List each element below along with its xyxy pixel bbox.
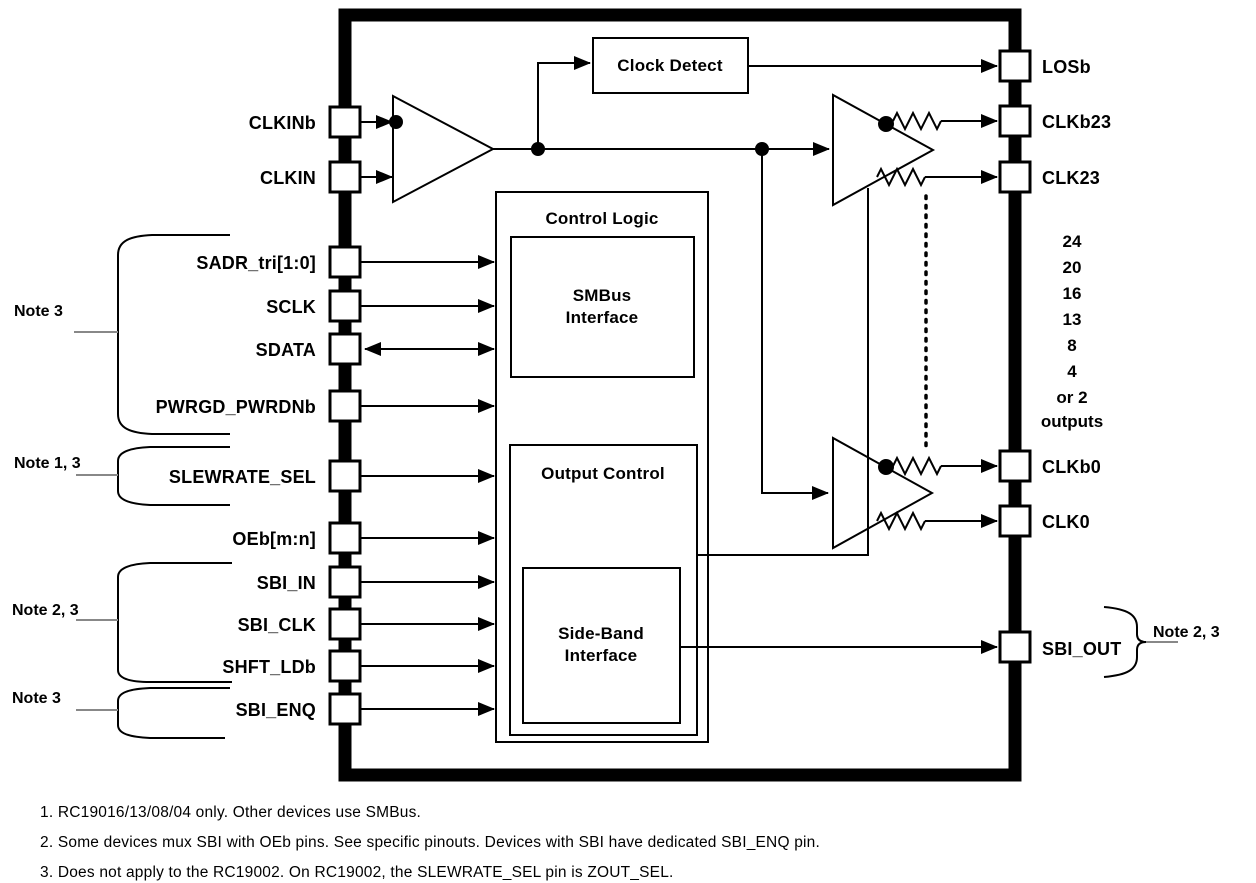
- clock-detect-box: [592, 37, 749, 94]
- output-buffer-0: [832, 436, 935, 550]
- pin-label-sbi-enq: SBI_ENQ: [236, 700, 316, 720]
- note-label-smbus-group: Note 3: [14, 303, 63, 320]
- left-pins: CLKINb CLKIN SADR_tri[1:0] SCLK SDATA PW…: [156, 105, 362, 726]
- pin-label-oeb: OEb[m:n]: [232, 529, 316, 549]
- pin-label-clkin: CLKIN: [260, 168, 316, 188]
- pin-label-slewrate: SLEWRATE_SEL: [169, 467, 316, 487]
- wire-output-control: [697, 188, 869, 556]
- junction-dot-fanout: [755, 142, 769, 156]
- pin-square-clkinb: [328, 105, 362, 139]
- junction-dot-clkinb: [389, 115, 403, 129]
- junction-dot-clockdetect: [531, 142, 545, 156]
- pin-label-sbi-clk: SBI_CLK: [238, 615, 316, 635]
- resistor-clkb0: [892, 455, 942, 477]
- pin-label-shft-ldb: SHFT_LDb: [222, 657, 316, 677]
- pin-label-clkb23: CLKb23: [1042, 112, 1111, 132]
- footnote-1: 1. RC19016/13/08/04 only. Other devices …: [40, 804, 421, 821]
- pin-square-clk23: [998, 160, 1032, 194]
- pin-square-pwrgd: [328, 389, 362, 423]
- sideband-interface-box: [522, 567, 681, 724]
- pin-square-sbi-out: [998, 630, 1032, 664]
- outputs-count-outputs: outputs: [1041, 412, 1103, 431]
- inverting-dot-clkb23: [878, 116, 894, 132]
- resistor-clk0: [876, 510, 926, 532]
- smbus-interface-box: [510, 236, 695, 378]
- footnotes: 1. RC19016/13/08/04 only. Other devices …: [40, 804, 820, 881]
- footnote-2: 2. Some devices mux SBI with OEb pins. S…: [40, 834, 820, 851]
- pin-square-shft-ldb: [328, 649, 362, 683]
- note-label-sbi-enq-group: Note 3: [12, 690, 61, 707]
- pin-square-sdata: [328, 332, 362, 366]
- pin-square-sbi-in: [328, 565, 362, 599]
- inverting-dot-clkb0: [878, 459, 894, 475]
- control-logic-block: Control Logic SMBus Interface Output Con…: [495, 191, 709, 743]
- wire-to-lower-buffer: [761, 149, 829, 500]
- pin-label-losb: LOSb: [1042, 57, 1091, 77]
- footnote-3: 3. Does not apply to the RC19002. On RC1…: [40, 864, 674, 881]
- pin-label-clk0: CLK0: [1042, 512, 1090, 532]
- output-buffer-23: [832, 93, 936, 207]
- pin-label-sadr: SADR_tri[1:0]: [196, 253, 316, 273]
- outputs-count-16: 16: [1063, 284, 1082, 303]
- note-label-sbi-out-group: Note 2, 3: [1153, 624, 1220, 641]
- pin-square-sclk: [328, 289, 362, 323]
- brace-smbus-group: [117, 234, 230, 435]
- note-label-sbi-group: Note 2, 3: [12, 602, 79, 619]
- pin-square-clkin: [328, 160, 362, 194]
- wire-to-clock-detect: [537, 56, 591, 149]
- note-label-slewrate-group: Note 1, 3: [14, 455, 81, 472]
- resistor-clk23: [876, 166, 926, 188]
- pin-label-pwrgd: PWRGD_PWRDNb: [156, 397, 316, 417]
- outputs-count-4: 4: [1067, 362, 1077, 381]
- input-buffer: [392, 94, 496, 204]
- clock-detect-block: Clock Detect: [592, 37, 749, 94]
- clock-detect-label: Clock Detect: [617, 56, 723, 75]
- pin-label-sclk: SCLK: [266, 297, 316, 317]
- resistor-clkb23: [892, 110, 942, 132]
- pin-label-sbi-in: SBI_IN: [257, 573, 316, 593]
- brace-sbi-enq-group: [117, 687, 230, 739]
- pin-label-clkb0: CLKb0: [1042, 457, 1101, 477]
- outputs-count-24: 24: [1063, 232, 1082, 251]
- right-pins: LOSb CLKb23 CLK23 CLKb0 CLK0 SBI_OUT: [998, 49, 1121, 664]
- pin-label-sbi-out: SBI_OUT: [1042, 639, 1121, 659]
- pin-square-sbi-clk: [328, 607, 362, 641]
- pin-label-clkinb: CLKINb: [249, 113, 316, 133]
- output-control-label: Output Control: [541, 464, 665, 483]
- brace-sbi-group: [117, 562, 232, 683]
- pin-label-sdata: SDATA: [256, 340, 316, 360]
- pin-square-clkb0: [998, 449, 1032, 483]
- outputs-count-8: 8: [1067, 336, 1076, 355]
- pin-square-slewrate: [328, 459, 362, 493]
- note-groups: Note 3 Note 1, 3 Note 2, 3 Note 3 Note 2…: [12, 234, 1220, 739]
- pin-square-clk0: [998, 504, 1032, 538]
- pin-square-oeb: [328, 521, 362, 555]
- smbus-label-line1: SMBus: [573, 286, 632, 305]
- outputs-count-column: 24 20 16 13 8 4 or 2 outputs: [1041, 232, 1103, 431]
- pin-square-clkb23: [998, 104, 1032, 138]
- pin-square-sadr: [328, 245, 362, 279]
- sideband-label-line1: Side-Band: [558, 624, 644, 643]
- outputs-count-13: 13: [1063, 310, 1082, 329]
- smbus-label-line2: Interface: [566, 308, 639, 327]
- pin-label-clk23: CLK23: [1042, 168, 1100, 188]
- outputs-count-or2: or 2: [1056, 388, 1087, 407]
- sideband-label-line2: Interface: [565, 646, 638, 665]
- control-logic-label: Control Logic: [545, 209, 658, 228]
- outputs-count-20: 20: [1063, 258, 1082, 277]
- pin-square-sbi-enq: [328, 692, 362, 726]
- pin-square-losb: [998, 49, 1032, 83]
